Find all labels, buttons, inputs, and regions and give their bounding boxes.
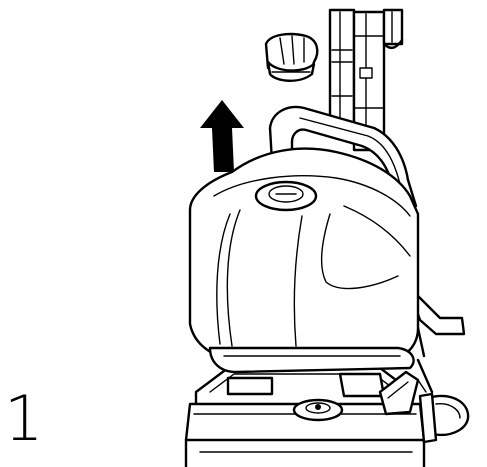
machine-base bbox=[184, 366, 470, 467]
step-number: 1 bbox=[4, 382, 44, 455]
up-arrow-icon bbox=[200, 100, 244, 172]
water-tank bbox=[188, 105, 420, 374]
tank-cap bbox=[264, 32, 319, 82]
